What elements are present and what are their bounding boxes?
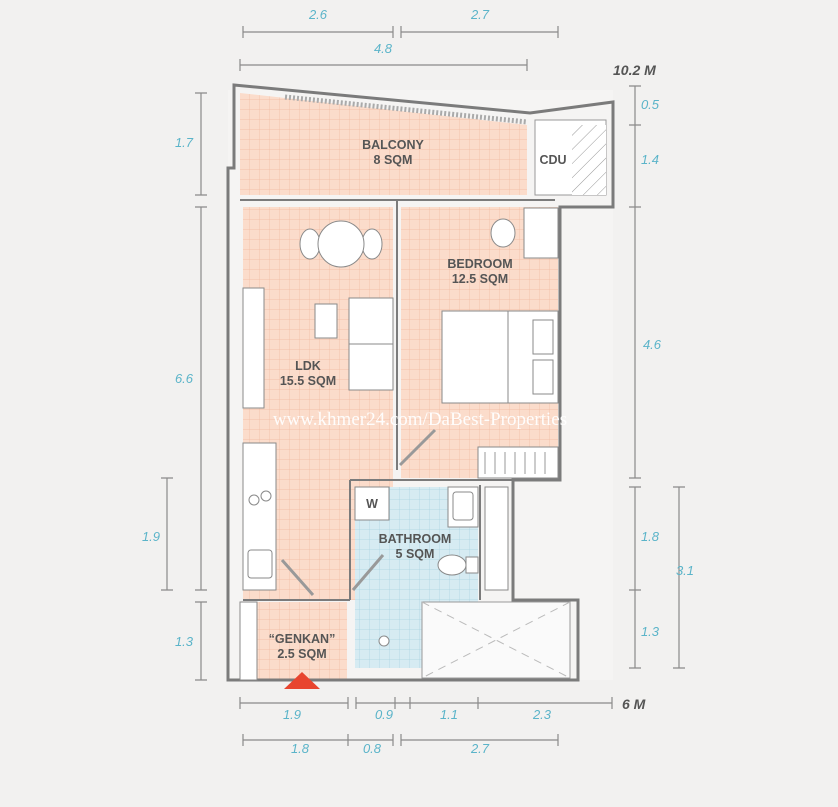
dim-bottom-3: 1.1 bbox=[440, 707, 458, 722]
dim-left-1: 1.7 bbox=[175, 135, 194, 150]
void-area bbox=[421, 601, 571, 679]
total-depth: 10.2 M bbox=[613, 62, 656, 78]
total-width: 6 M bbox=[622, 696, 646, 712]
dim-left-4: 1.3 bbox=[175, 634, 194, 649]
balcony-label: BALCONY bbox=[362, 138, 424, 152]
inner-walls bbox=[240, 199, 555, 601]
balcony-floor bbox=[240, 93, 527, 195]
dim-bottom-1: 1.9 bbox=[283, 707, 301, 722]
dimension-lines bbox=[161, 26, 685, 746]
dim-top-2: 2.7 bbox=[470, 7, 490, 22]
dim-right-3: 4.6 bbox=[643, 337, 662, 352]
furniture bbox=[239, 207, 559, 681]
entrance-arrow-icon bbox=[284, 672, 320, 689]
dim-bottom-5: 1.8 bbox=[291, 741, 310, 756]
ldk-label: LDK bbox=[295, 359, 321, 373]
dim-right-5: 1.3 bbox=[641, 624, 660, 639]
bathroom-area: 5 SQM bbox=[396, 547, 435, 561]
cdu-label: CDU bbox=[539, 153, 566, 167]
ldk-area: 15.5 SQM bbox=[280, 374, 336, 388]
dim-bottom-4: 2.3 bbox=[532, 707, 552, 722]
dim-right-6: 3.1 bbox=[676, 563, 694, 578]
cdu-unit bbox=[572, 125, 606, 195]
genkan-label: “GENKAN” bbox=[269, 632, 336, 646]
washer-label: W bbox=[366, 497, 378, 511]
dim-top-1: 2.6 bbox=[308, 7, 328, 22]
genkan-floor bbox=[257, 602, 347, 680]
bedroom-label: BEDROOM bbox=[447, 257, 512, 271]
dim-bottom-2: 0.9 bbox=[375, 707, 393, 722]
dim-bottom-7: 2.7 bbox=[470, 741, 490, 756]
bedroom-area: 12.5 SQM bbox=[452, 272, 508, 286]
dim-left-2: 6.6 bbox=[175, 371, 194, 386]
dim-bottom-6: 0.8 bbox=[363, 741, 382, 756]
dim-right-2: 1.4 bbox=[641, 152, 659, 167]
bathroom-label: BATHROOM bbox=[379, 532, 452, 546]
outer-wall bbox=[226, 83, 615, 682]
balcony-railing bbox=[284, 94, 528, 125]
dim-left-3: 1.9 bbox=[142, 529, 160, 544]
dim-top-3: 4.8 bbox=[374, 41, 393, 56]
dim-right-4: 1.8 bbox=[641, 529, 660, 544]
dim-right-1: 0.5 bbox=[641, 97, 660, 112]
watermark: www.khmer24.com/DaBest-Properties bbox=[273, 409, 567, 430]
balcony-area: 8 SQM bbox=[374, 153, 413, 167]
genkan-area: 2.5 SQM bbox=[277, 647, 326, 661]
